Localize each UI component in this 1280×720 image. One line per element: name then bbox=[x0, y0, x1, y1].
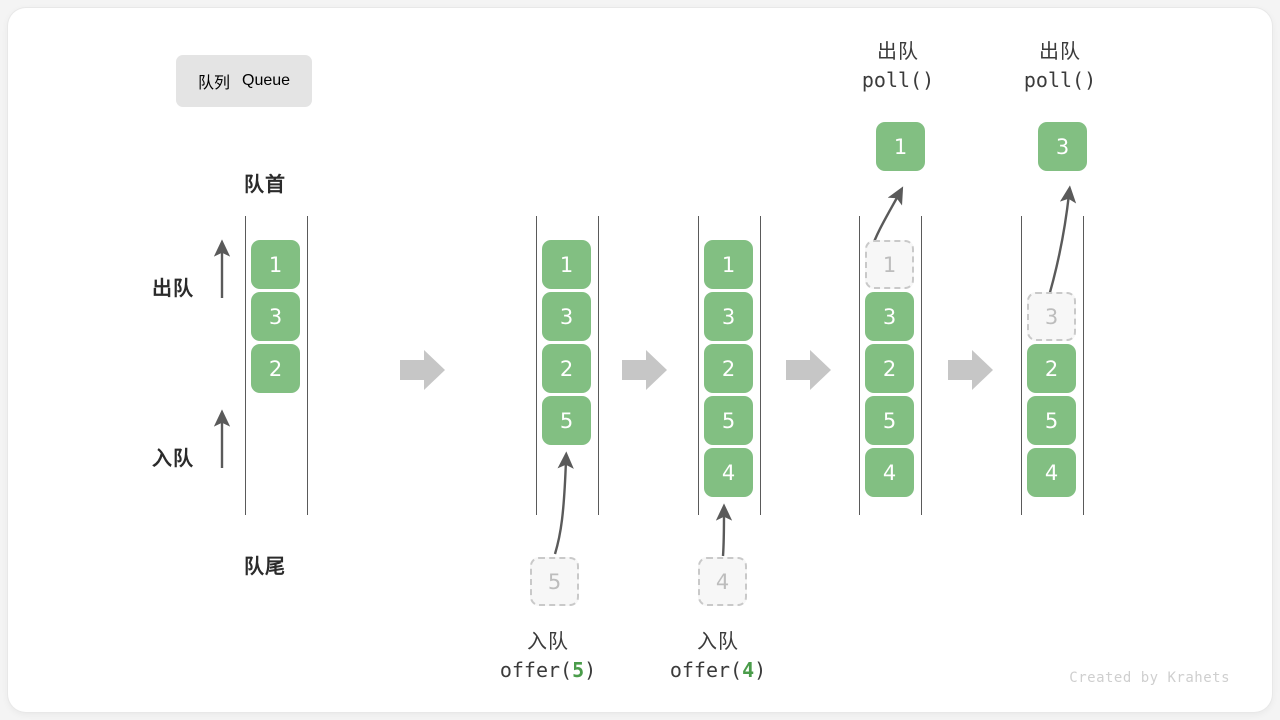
queue-rail-right-3 bbox=[760, 216, 761, 515]
offer-5-cn: 入队 bbox=[527, 631, 569, 653]
outgoing-cell: 3 bbox=[1038, 122, 1087, 171]
offer-5-label: 入队 offer(5) bbox=[468, 628, 628, 685]
queue-rail-right-2 bbox=[598, 216, 599, 515]
transition-arrow-icon bbox=[622, 350, 667, 390]
queue-rail-left-1 bbox=[245, 216, 246, 515]
incoming-ghost-cell: 5 bbox=[530, 557, 579, 606]
poll-1-cn: 出队 bbox=[877, 41, 919, 63]
transition-arrow-icon bbox=[786, 350, 831, 390]
enqueue-arrow-icon bbox=[213, 409, 231, 468]
queue-cell: 3 bbox=[865, 292, 914, 341]
queue-cell: 2 bbox=[542, 344, 591, 393]
queue-cell: 1 bbox=[704, 240, 753, 289]
poll-2-cn: 出队 bbox=[1039, 41, 1081, 63]
queue-cell: 2 bbox=[251, 344, 300, 393]
queue-cell: 3 bbox=[251, 292, 300, 341]
enqueue-motion-arrow-icon bbox=[715, 503, 733, 557]
queue-rail-left-3 bbox=[698, 216, 699, 515]
queue-rail-left-4 bbox=[859, 216, 860, 515]
queue-cell: 2 bbox=[1027, 344, 1076, 393]
poll-2-label: 出队 poll() bbox=[980, 38, 1140, 95]
queue-cell: 1 bbox=[251, 240, 300, 289]
queue-cell: 4 bbox=[704, 448, 753, 497]
incoming-ghost-cell: 4 bbox=[698, 557, 747, 606]
title-chinese: 队列 bbox=[198, 75, 231, 92]
queue-cell: 3 bbox=[542, 292, 591, 341]
enqueue-motion-arrow-icon bbox=[553, 451, 574, 555]
offer-4-code: offer(4) bbox=[669, 658, 767, 683]
watermark-credit: Created by Krahets bbox=[1069, 670, 1230, 686]
queue-rail-left-5 bbox=[1021, 216, 1022, 515]
queue-rail-left-2 bbox=[536, 216, 537, 515]
queue-cell: 5 bbox=[542, 396, 591, 445]
offer-5-code: offer(5) bbox=[499, 658, 597, 683]
offer-4-label: 入队 offer(4) bbox=[638, 628, 798, 685]
enqueue-label: 入队 bbox=[152, 448, 194, 470]
queue-rail-right-1 bbox=[307, 216, 308, 515]
queue-rail-right-5 bbox=[1083, 216, 1084, 515]
queue-cell: 3 bbox=[704, 292, 753, 341]
queue-rail-right-4 bbox=[921, 216, 922, 515]
outgoing-cell: 1 bbox=[876, 122, 925, 171]
queue-cell: 2 bbox=[865, 344, 914, 393]
queue-cell-ghost: 3 bbox=[1027, 292, 1076, 341]
transition-arrow-icon bbox=[948, 350, 993, 390]
queue-cell: 4 bbox=[865, 448, 914, 497]
dequeue-arrow-icon bbox=[213, 239, 231, 298]
title-english: Queue bbox=[242, 72, 291, 89]
dequeue-label: 出队 bbox=[152, 278, 194, 300]
title-badge: 队列 Queue bbox=[176, 55, 313, 107]
poll-2-code: poll() bbox=[1023, 68, 1097, 93]
queue-cell-ghost: 1 bbox=[865, 240, 914, 289]
queue-cell: 5 bbox=[704, 396, 753, 445]
poll-1-code: poll() bbox=[861, 68, 935, 93]
diagram-card: 队列 Queue 队首 队尾 出队 入队 1 3 2 bbox=[8, 8, 1272, 712]
offer-4-cn: 入队 bbox=[697, 631, 739, 653]
queue-head-label: 队首 bbox=[244, 174, 286, 196]
queue-cell: 5 bbox=[865, 396, 914, 445]
queue-cell: 4 bbox=[1027, 448, 1076, 497]
queue-cell: 5 bbox=[1027, 396, 1076, 445]
queue-cell: 1 bbox=[542, 240, 591, 289]
poll-1-label: 出队 poll() bbox=[818, 38, 978, 95]
queue-cell: 2 bbox=[704, 344, 753, 393]
transition-arrow-icon bbox=[400, 350, 445, 390]
queue-tail-label: 队尾 bbox=[244, 556, 286, 578]
